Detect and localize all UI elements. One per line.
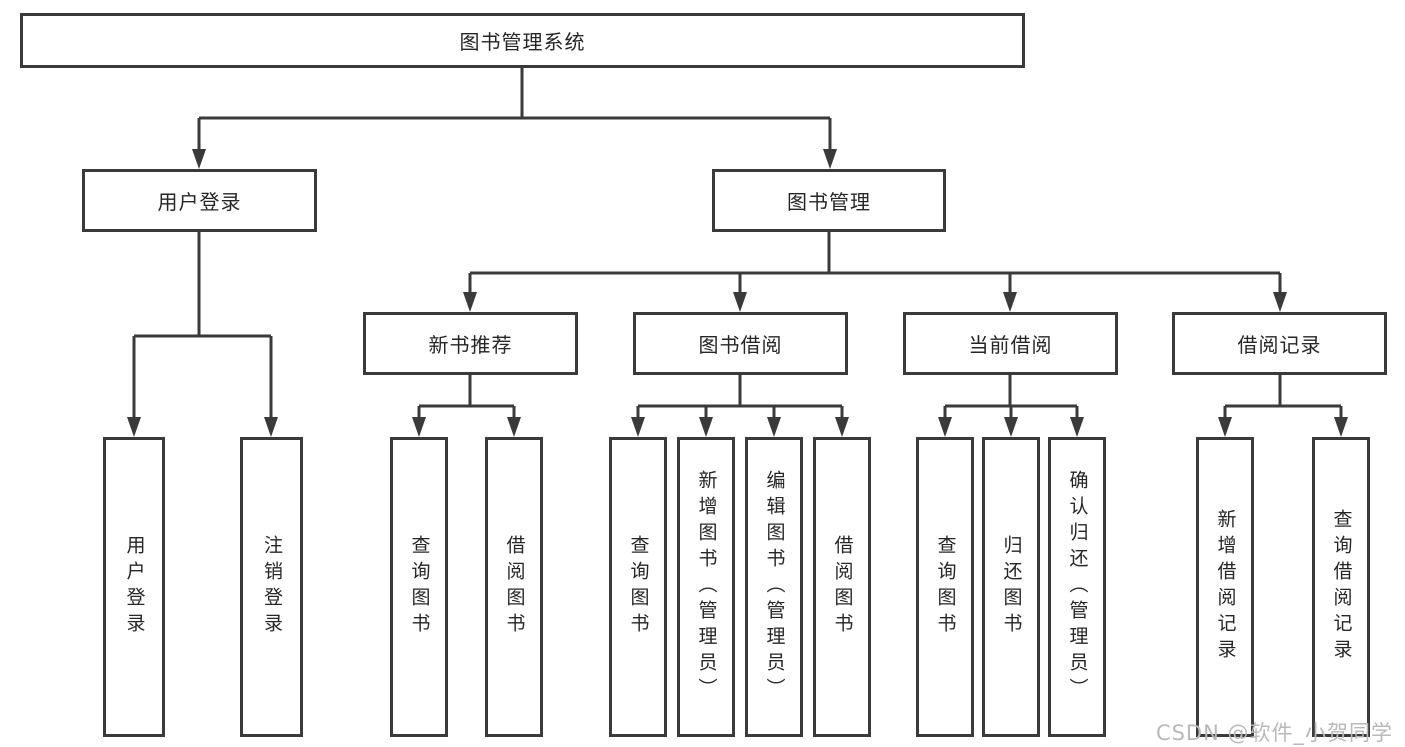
csdn-watermark: CSDN @软件_小贺同学	[1155, 721, 1393, 745]
node-cb-query-books: 查询图书	[916, 437, 974, 737]
node-login: 用户登录	[103, 437, 165, 737]
node-cb-confirm-return-admin: 确认归还（管理员）	[1048, 437, 1106, 737]
node-br-query-record: 查询借阅记录	[1312, 437, 1370, 737]
node-bb-borrow-books: 借阅图书	[813, 437, 871, 737]
node-bb-edit-books-admin: 编辑图书（管理员）	[745, 437, 803, 737]
node-nb-borrow-books: 借阅图书	[485, 437, 543, 737]
node-bb-query-books: 查询图书	[609, 437, 667, 737]
node-nb-query-books: 查询图书	[390, 437, 448, 737]
node-new-book-recommend: 新书推荐	[363, 312, 578, 375]
node-current-borrow: 当前借阅	[903, 312, 1118, 375]
node-br-add-record: 新增借阅记录	[1196, 437, 1254, 737]
node-book-borrow: 图书借阅	[633, 312, 848, 375]
node-book-management: 图书管理	[712, 169, 946, 232]
node-borrow-records: 借阅记录	[1172, 312, 1387, 375]
node-library-system: 图书管理系统	[20, 13, 1025, 68]
node-logout: 注销登录	[240, 437, 303, 737]
node-user-login: 用户登录	[82, 169, 317, 232]
node-cb-return-books: 归还图书	[982, 437, 1040, 737]
node-bb-add-books-admin: 新增图书（管理员）	[677, 437, 735, 737]
